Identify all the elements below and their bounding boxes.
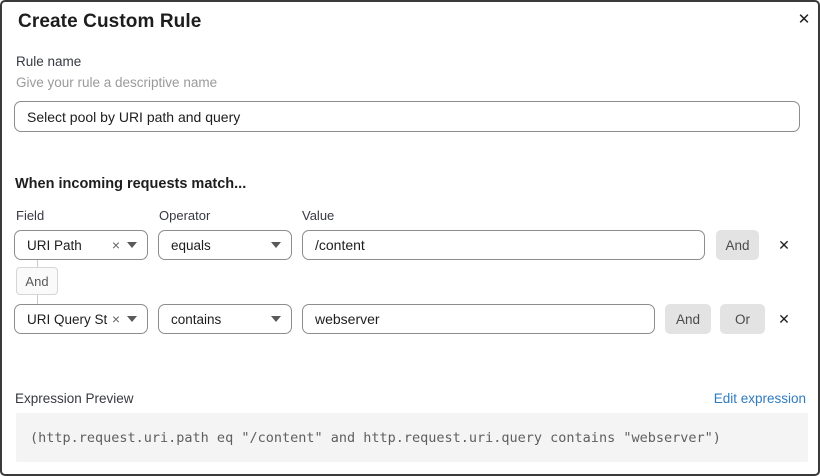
column-label-field: Field	[16, 208, 45, 223]
rule-name-helper: Give your rule a descriptive name	[16, 75, 218, 90]
operator-select-row1[interactable]: equals	[158, 230, 292, 260]
field-select-row1[interactable]: URI Path ×	[14, 230, 148, 260]
add-and-condition-button-row2[interactable]: And	[665, 304, 711, 334]
match-heading: When incoming requests match...	[15, 176, 247, 192]
column-label-operator: Operator	[159, 208, 211, 223]
field-select-row2[interactable]: URI Query St... ×	[14, 304, 148, 334]
field-select-row2-value: URI Query St...	[27, 311, 108, 327]
chevron-down-icon	[271, 316, 281, 322]
edit-expression-link[interactable]: Edit expression	[713, 391, 806, 406]
rule-name-input[interactable]	[14, 101, 800, 132]
operator-select-row1-value: equals	[171, 237, 211, 253]
expression-preview-label: Expression Preview	[15, 391, 134, 406]
rule-name-label: Rule name	[16, 54, 82, 69]
chevron-down-icon	[127, 242, 137, 248]
add-or-condition-button-row2[interactable]: Or	[720, 304, 765, 334]
delete-row-icon[interactable]: ✕	[774, 304, 794, 334]
close-icon[interactable]: ✕	[792, 7, 816, 31]
expression-code-preview: (http.request.uri.path eq "/content" and…	[16, 413, 808, 462]
delete-row-icon[interactable]: ✕	[774, 230, 794, 260]
operator-select-row2[interactable]: contains	[158, 304, 292, 334]
operator-select-row2-value: contains	[171, 311, 222, 327]
clear-selection-icon[interactable]: ×	[111, 311, 120, 327]
dialog-title: Create Custom Rule	[18, 11, 202, 32]
clear-selection-icon[interactable]: ×	[111, 237, 120, 253]
chevron-down-icon	[271, 242, 281, 248]
connector-line	[37, 260, 38, 268]
value-input-row1[interactable]	[302, 230, 705, 260]
chevron-down-icon	[127, 316, 137, 322]
and-connector-badge[interactable]: And	[16, 267, 58, 295]
connector-line	[37, 295, 38, 304]
value-input-row2[interactable]	[302, 304, 655, 334]
add-and-condition-button-row1[interactable]: And	[716, 230, 759, 260]
field-select-row1-value: URI Path	[27, 237, 82, 253]
column-label-value: Value	[302, 208, 335, 223]
